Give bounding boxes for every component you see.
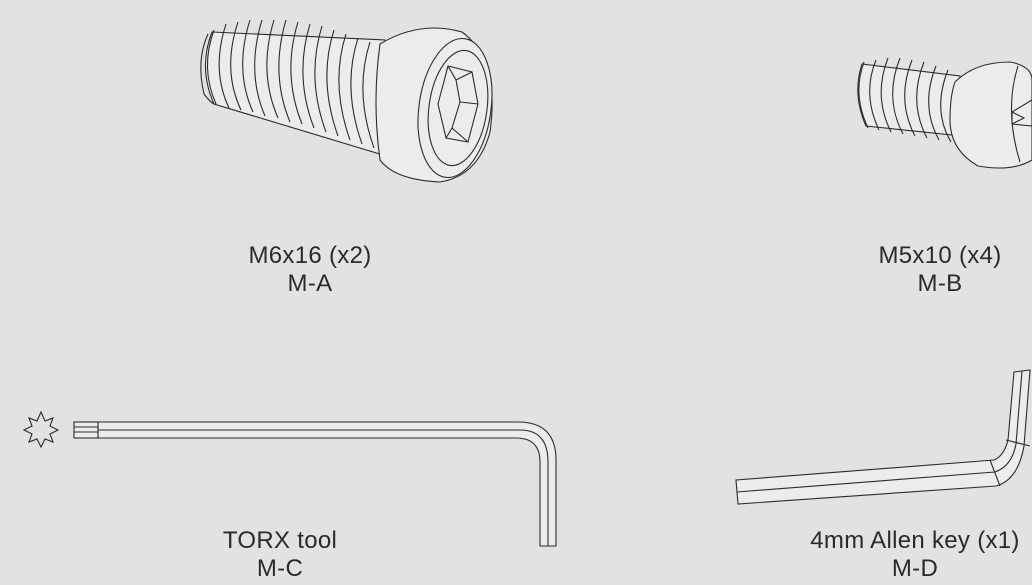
part-d-name: 4mm Allen key (x1) bbox=[810, 527, 1020, 554]
part-c-name: TORX tool bbox=[222, 527, 338, 554]
part-d-code: M-D bbox=[891, 555, 939, 582]
part-c-code: M-C bbox=[256, 555, 304, 582]
part-a-code: M-A bbox=[287, 270, 333, 297]
part-b-name: M5x10 (x4) bbox=[878, 242, 1002, 269]
part-a-name: M6x16 (x2) bbox=[248, 242, 372, 269]
part-b-code: M-B bbox=[917, 270, 963, 297]
torx-star-icon bbox=[22, 410, 60, 449]
